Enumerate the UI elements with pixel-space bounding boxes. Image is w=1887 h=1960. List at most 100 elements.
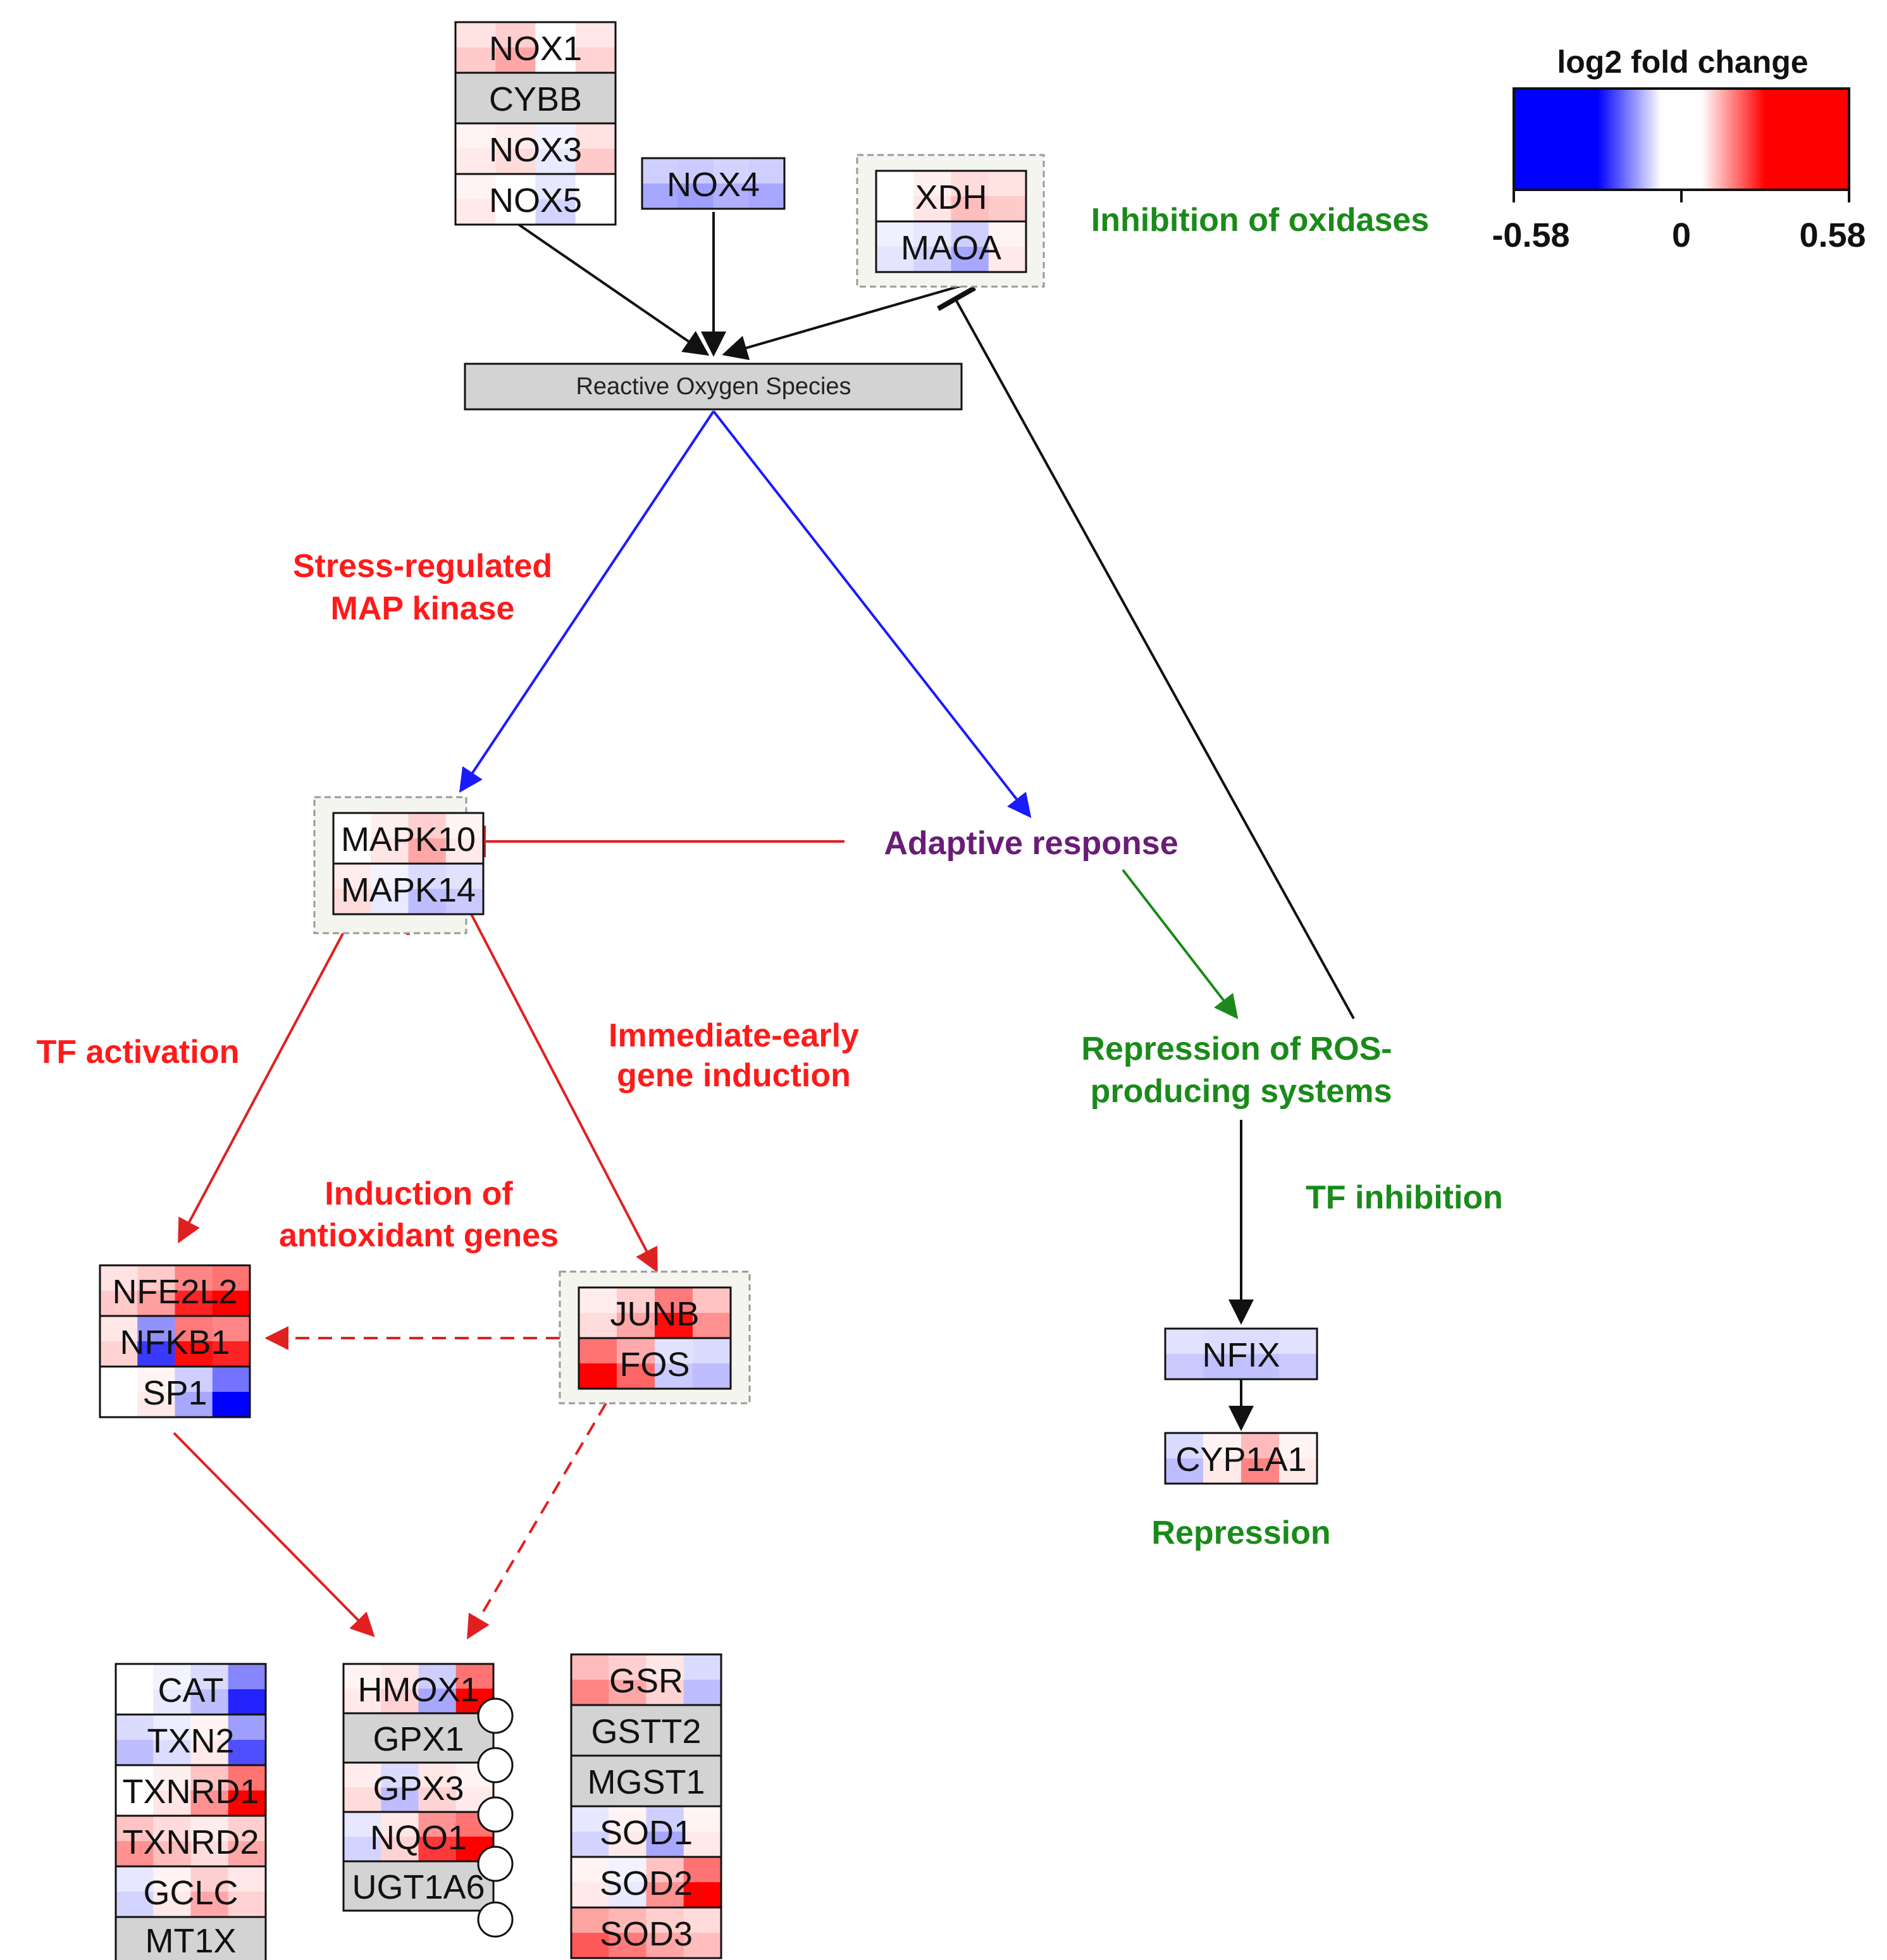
heat-cell [190, 1790, 229, 1816]
gene-box-gsr[interactable]: GSR [570, 1653, 722, 1706]
gene-box-mapk10[interactable]: MAPK10 [332, 812, 485, 865]
heat-cell [418, 1787, 457, 1812]
heat-cell [1203, 1433, 1242, 1459]
gene-box-nox3[interactable]: NOX3 [454, 122, 617, 175]
circle-marker [477, 1901, 514, 1938]
gene-fill-missing [343, 1713, 493, 1763]
gene-box-mt1x[interactable]: MT1X [114, 1916, 267, 1960]
gene-box-sod2[interactable]: SOD2 [570, 1856, 722, 1909]
gene-box-nfe2l2[interactable]: NFE2L2 [99, 1264, 251, 1317]
circle-marker [477, 1747, 514, 1783]
gene-label: CAT [158, 1672, 224, 1709]
gene-box-nfkb1[interactable]: NFKB1 [99, 1315, 251, 1368]
heat-cell [609, 1680, 647, 1705]
gene-box-xdh[interactable]: XDH [875, 170, 1027, 223]
gene-border [114, 1916, 267, 1960]
label-stress-mapk-line2: MAP kinase [331, 590, 515, 627]
gene-box-gclc[interactable]: GCLC [114, 1865, 267, 1918]
gene-box-gstt2[interactable]: GSTT2 [570, 1704, 722, 1757]
label-repression-ros-line2: producing systems [1091, 1073, 1392, 1110]
heat-cell [190, 1765, 229, 1791]
gene-box-cybb[interactable]: CYBB [454, 71, 617, 125]
gene-box-gpx3[interactable]: GPX3 [342, 1761, 495, 1813]
heat-cell [683, 1832, 722, 1857]
gene-label: SP1 [142, 1374, 207, 1412]
heat-cell [418, 1837, 457, 1861]
gene-label: CYBB [489, 80, 582, 118]
heat-cell [381, 1689, 419, 1713]
heat-cell [579, 1287, 617, 1313]
gene-box-cyp1a1[interactable]: CYP1A1 [1164, 1432, 1318, 1485]
gene-border [1164, 1327, 1318, 1380]
gene-box-txnrd1[interactable]: TXNRD1 [114, 1764, 267, 1817]
gene-border [332, 862, 485, 915]
heat-cell [1279, 1329, 1318, 1355]
heat-cell [228, 1816, 266, 1842]
gene-box-junb[interactable]: JUNB [578, 1286, 732, 1339]
heat-cell [609, 1832, 647, 1857]
heat-cell [100, 1291, 138, 1316]
heat-cell [1203, 1329, 1242, 1355]
gene-label: GPX1 [373, 1720, 464, 1758]
heat-cell [100, 1341, 138, 1367]
groups-layer [313, 154, 1045, 1405]
heat-cell [100, 1265, 138, 1291]
heat-cell [455, 149, 496, 174]
gene-box-fos[interactable]: FOS [578, 1337, 732, 1390]
heat-cell [646, 1907, 684, 1933]
heat-cell [175, 1265, 213, 1291]
label-adaptive-response: Adaptive response [884, 825, 1178, 862]
heat-cell [343, 1787, 381, 1812]
edge-mapk-to-junb [470, 914, 658, 1273]
heat-cell [609, 1654, 647, 1680]
heat-cell [455, 47, 496, 73]
gene-box-sod1[interactable]: SOD1 [570, 1805, 722, 1858]
gene-box-hmox1[interactable]: HMOX1 [342, 1663, 495, 1715]
circle-marker [477, 1697, 514, 1734]
label-tf-inhibition: TF inhibition [1306, 1179, 1503, 1216]
heat-cell [571, 1907, 609, 1933]
gene-box-nox1[interactable]: NOX1 [454, 21, 617, 74]
gene-label: UGT1A6 [352, 1868, 485, 1906]
gene-label: CYP1A1 [1175, 1441, 1306, 1479]
heat-cell [343, 1812, 381, 1837]
gene-box-mgst1[interactable]: MGST1 [570, 1754, 722, 1808]
heat-cell [646, 1654, 684, 1680]
gene-label: NOX1 [489, 30, 582, 68]
gene-box-ugt1a6[interactable]: UGT1A6 [342, 1860, 495, 1912]
gene-label: NFE2L2 [112, 1273, 237, 1311]
heat-cell [1241, 1458, 1280, 1484]
gene-label: GSTT2 [591, 1713, 701, 1751]
heat-cell [190, 1664, 229, 1690]
gene-box-txnrd2[interactable]: TXNRD2 [114, 1814, 267, 1868]
gene-box-nfix[interactable]: NFIX [1164, 1327, 1318, 1380]
heat-cell [683, 1933, 722, 1958]
heat-cell [642, 158, 678, 184]
gene-box-nox5[interactable]: NOX5 [454, 173, 617, 226]
gene-box-maoa[interactable]: MAOA [875, 220, 1027, 273]
gene-box-sp1[interactable]: SP1 [99, 1365, 251, 1418]
heat-cell [951, 196, 989, 221]
heat-cell [212, 1291, 251, 1316]
label-induction-antioxidant-line2: antioxidant genes [279, 1217, 559, 1254]
gene-box-gpx1[interactable]: GPX1 [342, 1712, 495, 1764]
gene-box-txn2[interactable]: TXN2 [114, 1713, 267, 1766]
heat-cell [190, 1740, 229, 1765]
gene-box-nox4[interactable]: NOX4 [641, 157, 786, 210]
gene-box-sod3[interactable]: SOD3 [570, 1906, 722, 1959]
gene-label: NFIX [1202, 1336, 1280, 1374]
ros-node[interactable]: Reactive Oxygen Species [464, 363, 963, 411]
edge-repression-inhibits-oxidases [954, 298, 1355, 1019]
heat-cell [190, 1892, 229, 1917]
heat-cell [913, 247, 951, 272]
label-repression-ros-line1: Repression of ROS- [1081, 1031, 1392, 1067]
heat-cell [683, 1654, 722, 1680]
gene-label: XDH [915, 178, 987, 216]
gene-box-mapk14[interactable]: MAPK14 [332, 862, 485, 915]
gene-label: MAPK14 [341, 871, 476, 909]
gene-box-cat[interactable]: CAT [114, 1663, 267, 1716]
heat-cell [571, 1806, 609, 1832]
legend-max-label: 0.58 [1799, 216, 1865, 254]
gene-box-nqo1[interactable]: NQO1 [342, 1811, 495, 1863]
heat-cell [683, 1806, 722, 1832]
